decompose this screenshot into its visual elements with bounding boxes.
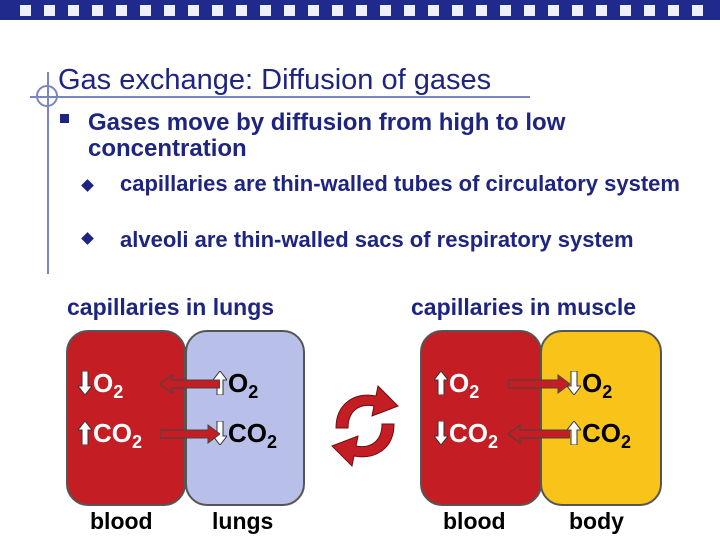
diamond-bullet-icon — [81, 232, 94, 245]
bar-square — [668, 5, 679, 16]
blood-o2-muscle: O2 — [434, 368, 479, 403]
label-blood-lungs: blood — [90, 508, 153, 534]
up-arrow-icon — [78, 421, 92, 445]
bar-square — [116, 5, 127, 16]
up-arrow-icon — [434, 371, 448, 395]
bar-square — [644, 5, 655, 16]
bar-square — [260, 5, 271, 16]
bar-square — [236, 5, 247, 16]
bar-square — [452, 5, 463, 16]
blood-box-lungs — [66, 330, 186, 506]
bar-square — [188, 5, 199, 16]
cycle-arrows-icon — [331, 384, 399, 468]
body-co2: CO2 — [567, 418, 631, 453]
bar-square — [548, 5, 559, 16]
bar-square — [164, 5, 175, 16]
main-bullet: Gases move by diffusion from high to low… — [88, 109, 566, 162]
bar-square — [500, 5, 511, 16]
down-arrow-icon — [567, 371, 581, 395]
bar-square — [596, 5, 607, 16]
bar-square — [572, 5, 583, 16]
bar-square — [476, 5, 487, 16]
bar-square — [20, 5, 31, 16]
body-o2: O2 — [567, 368, 612, 403]
bar-square — [620, 5, 631, 16]
bar-square — [356, 5, 367, 16]
sub-bullet-alveoli: alveoli are thin-walled sacs of respirat… — [120, 227, 634, 252]
square-bullet-icon — [60, 114, 69, 123]
bar-square — [68, 5, 79, 16]
blood-box-muscle — [420, 330, 542, 506]
heading-muscle: capillaries in muscle — [411, 294, 637, 320]
down-arrow-icon — [78, 371, 92, 395]
bar-square — [332, 5, 343, 16]
bar-square — [428, 5, 439, 16]
bar-square — [140, 5, 151, 16]
right-arrow-icon — [160, 424, 220, 444]
bar-square — [380, 5, 391, 16]
bar-square — [692, 5, 703, 16]
bar-square — [212, 5, 223, 16]
vertical-rule — [47, 72, 49, 274]
bar-square — [524, 5, 535, 16]
lungs-co2: CO2 — [213, 418, 277, 453]
lungs-box — [185, 330, 305, 506]
label-body: body — [569, 508, 624, 534]
right-arrow-icon — [508, 374, 570, 394]
label-blood-muscle: blood — [443, 508, 506, 534]
bar-square — [92, 5, 103, 16]
sub-bullet-capillaries: capillaries are thin-walled tubes of cir… — [120, 171, 680, 196]
left-arrow-icon — [160, 374, 220, 394]
lungs-o2: O2 — [213, 368, 258, 403]
blood-co2-lungs: CO2 — [78, 418, 142, 453]
title-underline — [30, 96, 530, 98]
label-lungs: lungs — [212, 508, 274, 534]
heading-lungs: capillaries in lungs — [67, 294, 275, 320]
down-arrow-icon — [434, 421, 448, 445]
blood-co2-muscle: CO2 — [434, 418, 498, 453]
crosshair-ornament — [36, 85, 58, 107]
bar-square — [404, 5, 415, 16]
bar-square — [284, 5, 295, 16]
slide-title: Gas exchange: Diffusion of gases — [58, 64, 492, 96]
bar-square — [44, 5, 55, 16]
blood-o2-lungs: O2 — [78, 368, 123, 403]
left-arrow-icon — [508, 424, 570, 444]
bar-square — [308, 5, 319, 16]
diamond-bullet-icon — [81, 179, 94, 192]
top-bar — [0, 0, 720, 20]
